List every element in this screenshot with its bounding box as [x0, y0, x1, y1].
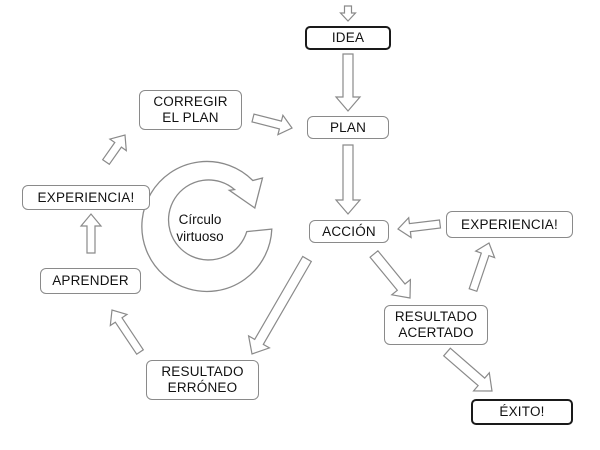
- cycle-ring-icon: [141, 160, 273, 293]
- arrow-accion-to-acertado: [369, 249, 412, 299]
- arrow-acertado-to-experiencia: [468, 242, 496, 293]
- arrow-acertado-to-exito: [442, 347, 493, 392]
- arrow-erroneo-to-aprender: [109, 309, 145, 356]
- accion-box: ACCIÓN: [309, 220, 389, 243]
- circulo-virtuoso-label: Círculo virtuoso: [176, 212, 224, 244]
- arrow-aprender-to-experiencia: [79, 213, 103, 254]
- resultado-erroneo-box: RESULTADO ERRÓNEO: [146, 360, 259, 400]
- plan-box: PLAN: [307, 116, 389, 139]
- corregir-el-plan-box: CORREGIR EL PLAN: [139, 90, 242, 130]
- aprender-box: APRENDER: [40, 268, 141, 294]
- exito-box: ÉXITO!: [471, 399, 573, 425]
- experiencia-right-box: EXPERIENCIA!: [446, 211, 573, 238]
- experiencia-left-box: EXPERIENCIA!: [22, 185, 150, 210]
- resultado-acertado-box: RESULTADO ACERTADO: [384, 305, 488, 345]
- arrow-experiencia-to-corregir: [101, 134, 128, 166]
- arrow-corregir-to-plan: [251, 113, 293, 136]
- arrow-experiencia-to-accion: [397, 216, 442, 239]
- arrow-plan-to-accion: [334, 144, 362, 215]
- arrow-accion-to-erroneo: [247, 255, 313, 355]
- arrow-idea-to-plan: [334, 53, 362, 112]
- arrow-entry-to-idea: [339, 5, 357, 22]
- idea-box: IDEA: [305, 26, 391, 50]
